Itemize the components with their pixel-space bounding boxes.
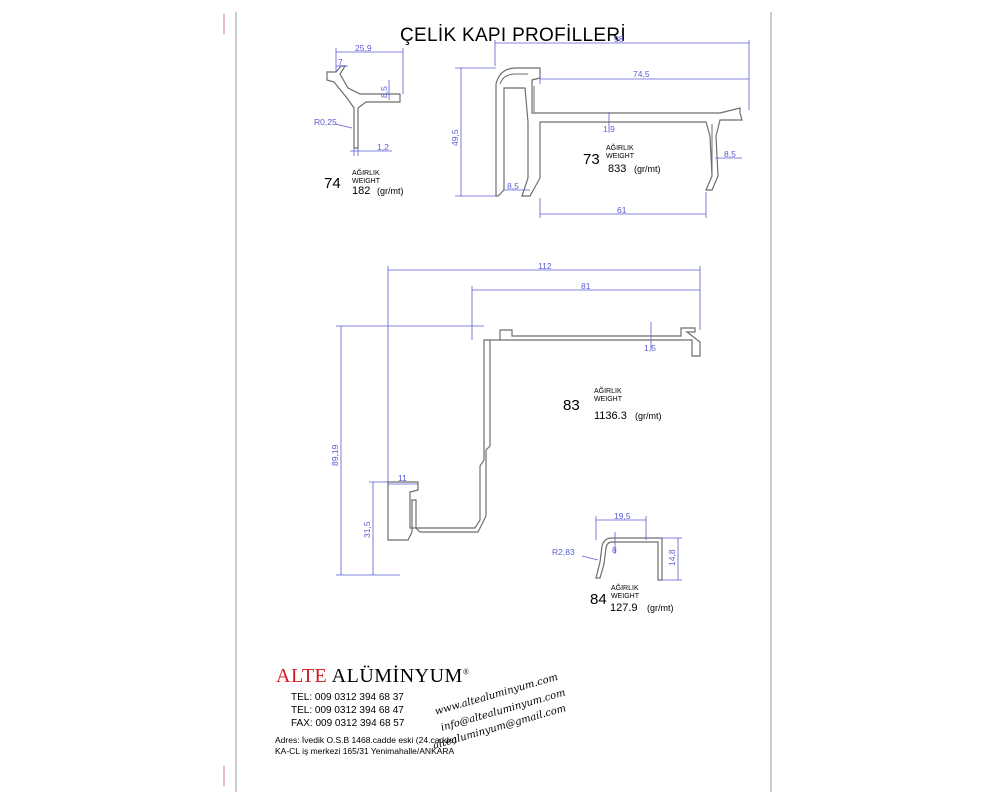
company-fax: FAX: 009 0312 394 68 57 — [291, 718, 405, 729]
profile-83-outline — [387, 327, 701, 541]
profile-74-code: 74 — [324, 175, 341, 192]
profile-74-dimension-lines — [334, 48, 404, 156]
profile-74-weight-label-tr: AĞIRLIK — [352, 170, 380, 177]
profile-73-bottom-dimension: 61 — [617, 205, 627, 215]
profile-74-weight-value: 182 — [352, 185, 371, 197]
profile-84-weight-label-en: WEIGHT — [611, 593, 639, 600]
profile-84-weight-label-tr: AĞIRLIK — [611, 585, 639, 592]
page-frame — [235, 12, 772, 792]
profile-84-code: 84 — [590, 591, 607, 608]
profile-84-weight-value: 127.9 — [610, 602, 638, 614]
profile-83-weight-unit: (gr/mt) — [635, 411, 662, 421]
profile-83-height-dimension: 89,19 — [330, 444, 340, 466]
profile-83-lower-dimension: 31,5 — [362, 521, 372, 538]
profile-74-width-dimension: 25,9 — [355, 43, 372, 53]
company-address-line-1: Adres: İvedik O.S.B 1468.cadde eski (24.… — [275, 735, 457, 745]
profile-74-thickness-dimension: 1,2 — [377, 142, 389, 152]
profile-83-weight-label-en: WEIGHT — [594, 396, 622, 403]
profile-84-height-dimension: 14,8 — [667, 549, 677, 566]
profile-73-weight-label-en: WEIGHT — [606, 153, 634, 160]
profile-84-outline — [595, 537, 663, 581]
company-tel-1: TEL: 009 0312 394 68 37 — [291, 692, 404, 703]
profile-73-weight-value: 833 — [608, 163, 627, 175]
profile-74-weight-label-en: WEIGHT — [352, 178, 380, 185]
company-logo: ALTE ALÜMİNYUM® — [276, 666, 469, 686]
company-logo-red-part: ALTE — [276, 665, 328, 687]
profile-83-dimension-lines — [336, 266, 701, 576]
profile-74-height-dimension: 8,5 — [379, 86, 389, 98]
profile-83-foot-dimension: 11 — [398, 473, 407, 483]
page-title: ÇELİK KAPI PROFİLLERİ — [400, 25, 626, 46]
profile-83-weight-label-tr: AĞIRLIK — [594, 388, 622, 395]
profile-73-inner-lines — [499, 73, 713, 176]
profile-73-dimension-lines — [455, 40, 750, 218]
profile-83-total-dimension: 112 — [538, 261, 552, 271]
profile-73-wall-dimension: 1,9 — [603, 124, 615, 134]
registered-mark: ® — [462, 667, 470, 677]
profile-73-weight-unit: (gr/mt) — [634, 164, 661, 174]
profile-74-radius-dimension: R0,25 — [314, 117, 337, 127]
profile-84-drawing — [581, 516, 682, 581]
profile-84-depth-dimension: 8 — [612, 545, 617, 555]
company-address-line-2: KA-CL iş merkezi 165/31 Yenimahalle/ANKA… — [275, 746, 455, 756]
profile-73-inner-dimension: 74,5 — [633, 69, 650, 79]
profile-74-weight-unit: (gr/mt) — [377, 186, 404, 196]
company-tel-2: TEL: 009 0312 394 68 47 — [291, 705, 404, 716]
profile-73-total-dimension: 98 — [614, 34, 624, 44]
profile-73-drawing — [455, 40, 750, 218]
company-logo-rest: ALÜMİNYUM — [327, 665, 463, 687]
profile-74-drawing — [326, 48, 404, 156]
profile-73-height-dimension: 49,5 — [450, 129, 460, 146]
profile-84-width-dimension: 19,5 — [614, 511, 631, 521]
profile-84-radius-dimension: R2,83 — [552, 547, 575, 557]
profile-73-left-lip-dimension: 8,5 — [507, 181, 519, 191]
profile-84-weight-unit: (gr/mt) — [647, 603, 674, 613]
profile-83-weight-value: 1136.3 — [594, 410, 627, 422]
profile-83-code: 83 — [563, 397, 580, 414]
profile-73-code: 73 — [583, 151, 600, 168]
profile-73-right-lip-dimension: 8,5 — [724, 149, 736, 159]
profile-74-outline — [326, 65, 401, 149]
profile-74-top-dimension: 7 — [338, 57, 343, 67]
profile-83-inner-dimension: 81 — [581, 281, 591, 291]
profile-83-wall-dimension: 1,5 — [644, 343, 656, 353]
profile-73-weight-label-tr: AĞIRLIK — [606, 145, 634, 152]
profile-73-outline — [495, 67, 743, 197]
profile-83-drawing — [336, 266, 701, 576]
profile-84-dimension-lines — [581, 516, 682, 581]
